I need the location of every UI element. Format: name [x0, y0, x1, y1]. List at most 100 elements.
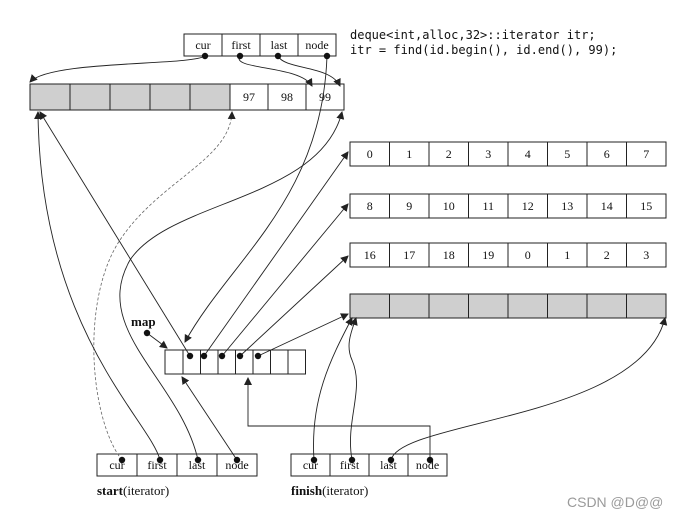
- start-caption-bold: start: [97, 483, 124, 498]
- buffer-3-cell-3: [468, 293, 509, 319]
- start-cell-3: [216, 453, 258, 477]
- top-buffer-cell-0: [29, 83, 71, 111]
- buffer-0-cell-text-0: 0: [367, 147, 373, 161]
- buffer-2-cell-7: [626, 242, 667, 268]
- buffer-3-cell-6: [586, 293, 627, 319]
- buffer-2-cell-1: [389, 242, 430, 268]
- pointer-dot-11: [156, 456, 164, 464]
- pointer-dot-6: [218, 352, 226, 360]
- finish-last-pointer: [390, 317, 668, 461]
- buffer-1-cell-text-1: 9: [406, 199, 412, 213]
- buffer-0-cell-text-1: 1: [406, 147, 412, 161]
- buffer-0-cell-text-2: 2: [446, 147, 452, 161]
- map-cell-6: [287, 349, 306, 375]
- buffer-1-cell-text-5: 13: [561, 199, 573, 213]
- finish-cur-pointer: [313, 317, 353, 461]
- finish-caption: finish(iterator): [291, 483, 368, 498]
- buffer-1-cell-text-3: 11: [482, 199, 494, 213]
- top-buffer-cell-2: [109, 83, 151, 111]
- start-node-pointer: [181, 376, 238, 461]
- map-node-to-buffer-3: [257, 313, 349, 357]
- itr-node-pointer: [184, 55, 328, 343]
- buffer-2-cell-text-5: 1: [564, 248, 570, 262]
- pointer-dot-17: [426, 456, 434, 464]
- pointer-dot-0: [201, 52, 209, 60]
- pointer-dot-9: [143, 329, 151, 337]
- buffer-0-cell-text-4: 4: [525, 147, 531, 161]
- buffer-0-cell-1: [389, 141, 430, 167]
- map-node-to-buffer-2: [239, 255, 349, 357]
- itr-cell-text-1: first: [231, 38, 251, 52]
- buffer-0-cell-text-6: 6: [604, 147, 610, 161]
- buffer-3-cell-4: [507, 293, 548, 319]
- itr-cur-pointer: [238, 55, 313, 87]
- pointer-dot-4: [186, 352, 194, 360]
- start-cur-pointer: [93, 111, 236, 461]
- buffer-1-cell-text-0: 8: [367, 199, 373, 213]
- top-buffer-cell-1: [69, 83, 111, 111]
- buffer-1-cell-text-4: 12: [522, 199, 534, 213]
- finish-caption-bold: finish: [291, 483, 323, 498]
- map-node-to-top-buffer: [39, 111, 191, 357]
- buffer-0-cell-text-5: 5: [564, 147, 570, 161]
- itr-cell-text-3: node: [305, 38, 328, 52]
- pointer-dot-12: [194, 456, 202, 464]
- buffer-3-cell-5: [547, 293, 588, 319]
- buffer-1-cell-6: [586, 193, 627, 219]
- start-last-pointer: [119, 111, 345, 461]
- buffer-2-cell-6: [586, 242, 627, 268]
- buffer-3-cell-0: [349, 293, 390, 319]
- buffer-0-cell-text-7: 7: [643, 147, 649, 161]
- buffer-1-cell-7: [626, 193, 667, 219]
- finish-cell-3: [407, 453, 448, 477]
- top-buffer-cell-4: [189, 83, 231, 111]
- map-node-to-buffer-0: [203, 151, 349, 357]
- buffer-1-cell-text-2: 10: [443, 199, 455, 213]
- buffer-2-cell-text-0: 16: [364, 248, 376, 262]
- buffer-3-cell-2: [428, 293, 469, 319]
- buffer-1-cell-text-6: 14: [601, 199, 613, 213]
- pointer-dot-1: [236, 52, 244, 60]
- buffer-0-cell-6: [586, 141, 627, 167]
- pointer-dots: [118, 52, 434, 464]
- itr-cell-text-2: last: [271, 38, 288, 52]
- buffer-2-cell-text-6: 2: [604, 248, 610, 262]
- top-buffer-cell-text-5: 97: [243, 90, 255, 104]
- start-cell-text-2: last: [189, 458, 206, 472]
- top-buffer-cell-6: [267, 83, 307, 111]
- buffer-3-cell-1: [389, 293, 430, 319]
- pointer-dot-3: [323, 52, 331, 60]
- buffer-2-cell-text-7: 3: [643, 248, 649, 262]
- buffer-0-cell-0: [349, 141, 390, 167]
- buffer-2-cell-text-3: 19: [482, 248, 494, 262]
- pointer-dot-13: [233, 456, 241, 464]
- map-cell-pre: [164, 349, 184, 375]
- start-cell-text-3: node: [225, 458, 248, 472]
- top-buffer-cell-text-7: 99: [319, 90, 331, 104]
- map-cell-4: [252, 349, 271, 375]
- buffer-0-cell-2: [428, 141, 469, 167]
- start-caption: start(iterator): [97, 483, 169, 498]
- buffer-top: 97 98 99: [29, 83, 345, 111]
- map-pointer: [146, 332, 168, 349]
- buffer-2-cell-0: [349, 242, 390, 268]
- top-buffer-cell-text-6: 98: [281, 90, 293, 104]
- finish-first-pointer: [348, 317, 358, 461]
- map-cell-5: [270, 349, 289, 375]
- buffer-3: [349, 293, 667, 319]
- buffer-2-cell-2: [428, 242, 469, 268]
- pointer-dot-10: [118, 456, 126, 464]
- map-label: map: [131, 314, 156, 329]
- top-buffer-cell-3: [149, 83, 191, 111]
- itr-iterator: cur first last node: [183, 33, 337, 57]
- itr-cell-text-0: cur: [195, 38, 210, 52]
- pointer-dot-8: [254, 352, 262, 360]
- buffer-1-cell-3: [468, 193, 509, 219]
- buffer-0-cell-5: [547, 141, 588, 167]
- watermark: CSDN @D@@: [567, 494, 663, 510]
